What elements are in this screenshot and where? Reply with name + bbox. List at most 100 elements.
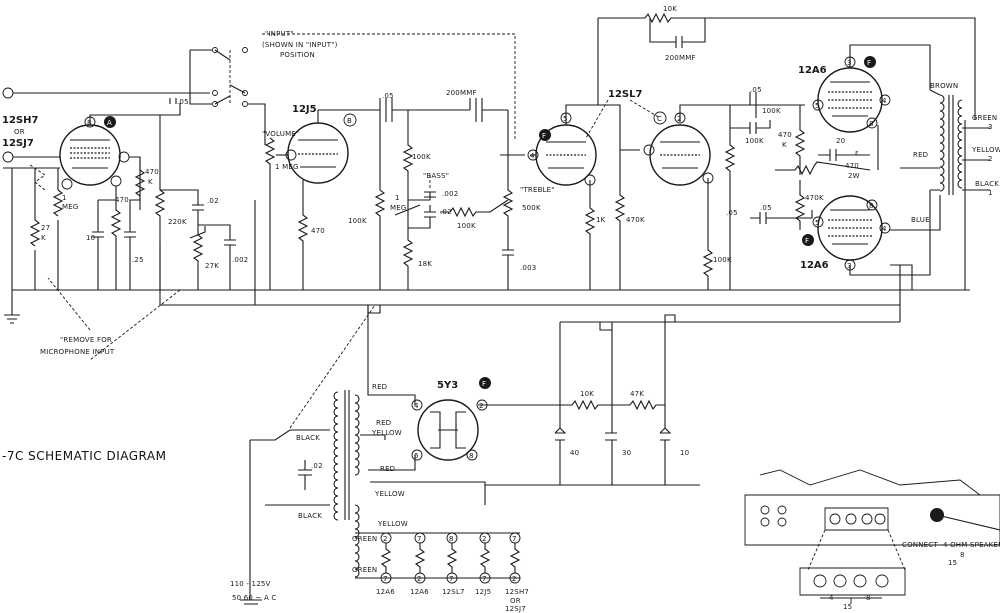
phase-inverter-components xyxy=(724,92,871,290)
heater-pin-top-label: 2 xyxy=(482,535,486,543)
svg-text:RED: RED xyxy=(376,419,391,427)
svg-text:8: 8 xyxy=(469,452,473,460)
svg-text:6: 6 xyxy=(414,452,419,460)
input-switch[interactable] xyxy=(189,47,266,146)
svg-text:27: 27 xyxy=(41,224,50,232)
svg-text:GREEN: GREEN xyxy=(972,114,997,122)
svg-text:.05: .05 xyxy=(382,92,394,100)
svg-text:K: K xyxy=(148,178,153,186)
svg-text:470: 470 xyxy=(115,196,129,204)
v2-badge xyxy=(343,113,357,127)
heater-tube-name: 12J5 xyxy=(475,588,491,596)
tone-stack xyxy=(374,98,525,290)
svg-text:C: C xyxy=(657,115,662,123)
heater-pin-top-label: 7 xyxy=(512,535,516,543)
rect-type: 5Y3 xyxy=(437,380,458,391)
diagram-title: -7C SCHEMATIC DIAGRAM xyxy=(2,449,166,463)
rect-pin-4 xyxy=(411,399,423,411)
svg-text:YELLOW: YELLOW xyxy=(371,429,402,437)
svg-text:100K: 100K xyxy=(745,137,764,145)
svg-text:100K: 100K xyxy=(762,107,781,115)
v1-components xyxy=(29,98,236,290)
svg-text:GREEN: GREEN xyxy=(352,566,377,574)
svg-text:F: F xyxy=(867,59,871,67)
rect-pin-6 xyxy=(411,449,423,461)
svg-text:3: 3 xyxy=(988,123,993,131)
heater-pin-bottom xyxy=(479,572,491,584)
svg-text:.003: .003 xyxy=(520,264,536,272)
svg-text:.02: .02 xyxy=(311,462,323,470)
svg-text:200MMF: 200MMF xyxy=(665,54,696,62)
v6-badge xyxy=(802,234,814,246)
rect-badge xyxy=(479,377,491,389)
v6-pin-8 xyxy=(866,199,878,211)
v4-pin-3 xyxy=(702,172,714,184)
remove-note-2: MICROPHONE INPUT xyxy=(40,348,115,356)
svg-text:8: 8 xyxy=(869,120,873,128)
svg-text:1: 1 xyxy=(988,189,993,197)
v2-type: 12J5 xyxy=(292,104,317,115)
v5-pin-3 xyxy=(844,56,856,68)
v3-pin-6 xyxy=(584,174,596,186)
heater-pin-bottom-label: 7 xyxy=(449,575,453,583)
svg-text:40: 40 xyxy=(570,449,579,457)
svg-text:4: 4 xyxy=(530,152,535,160)
heater-pin-bottom xyxy=(380,572,392,584)
v2-pin-5 xyxy=(285,149,297,161)
tube-v6 xyxy=(817,190,931,276)
svg-text:500K: 500K xyxy=(522,204,541,212)
svg-text:2W: 2W xyxy=(848,172,860,180)
heater-pin-bottom xyxy=(414,572,426,584)
svg-text:4: 4 xyxy=(414,402,419,410)
svg-text:1K: 1K xyxy=(596,216,606,224)
v1-pin-1 xyxy=(61,178,73,190)
svg-text:18K: 18K xyxy=(418,260,432,268)
v4-badge xyxy=(653,111,667,125)
v1-or: OR xyxy=(14,128,25,136)
treble-label: "TREBLE" xyxy=(520,186,555,194)
svg-text:15: 15 xyxy=(948,559,957,567)
speaker-label: SPEAKER xyxy=(970,541,1000,549)
mains-input xyxy=(240,304,376,605)
four-ohm-label: 4 OHM xyxy=(943,541,968,549)
svg-text:2: 2 xyxy=(677,115,681,123)
svg-text:MEG: MEG xyxy=(390,204,407,212)
svg-text:470: 470 xyxy=(845,162,859,170)
mains-voltage: 110 - 125V xyxy=(230,580,271,588)
power-switch-linkage xyxy=(289,304,376,429)
v1-pin-5 xyxy=(110,175,122,187)
svg-text:K: K xyxy=(782,141,787,149)
svg-text:10: 10 xyxy=(86,234,95,242)
svg-text:1: 1 xyxy=(395,194,400,202)
v1-shield xyxy=(29,164,46,191)
svg-text:8: 8 xyxy=(866,594,871,602)
feedback-network xyxy=(597,12,976,120)
svg-text:F: F xyxy=(805,237,809,245)
svg-text:8: 8 xyxy=(87,119,91,127)
svg-text:.002: .002 xyxy=(442,190,458,198)
rect-pin-8 xyxy=(466,449,478,461)
svg-text:.05: .05 xyxy=(177,98,189,106)
rectifier-5y3 xyxy=(417,399,560,461)
svg-text:4: 4 xyxy=(882,97,887,105)
svg-text:10K: 10K xyxy=(663,5,677,13)
output-transformer xyxy=(900,89,990,195)
heater-pin-bottom-label: 2 xyxy=(417,575,421,583)
svg-text:220K: 220K xyxy=(168,218,187,226)
svg-text:47K: 47K xyxy=(630,390,644,398)
v6-pin-4 xyxy=(879,222,891,234)
filter-network xyxy=(485,322,700,486)
v5-pin-5 xyxy=(812,99,824,111)
heater-pin-top-label: 8 xyxy=(449,535,453,543)
v5-pin-8 xyxy=(866,117,878,129)
v1-alt: 12SJ7 xyxy=(2,138,34,149)
v6-pin-3 xyxy=(844,259,856,271)
bass-label: "BASS" xyxy=(423,172,449,180)
rect-pin-2 xyxy=(476,399,488,411)
svg-text:BLUE: BLUE xyxy=(911,216,930,224)
svg-text:.02: .02 xyxy=(440,208,452,216)
svg-text:100K: 100K xyxy=(457,222,476,230)
